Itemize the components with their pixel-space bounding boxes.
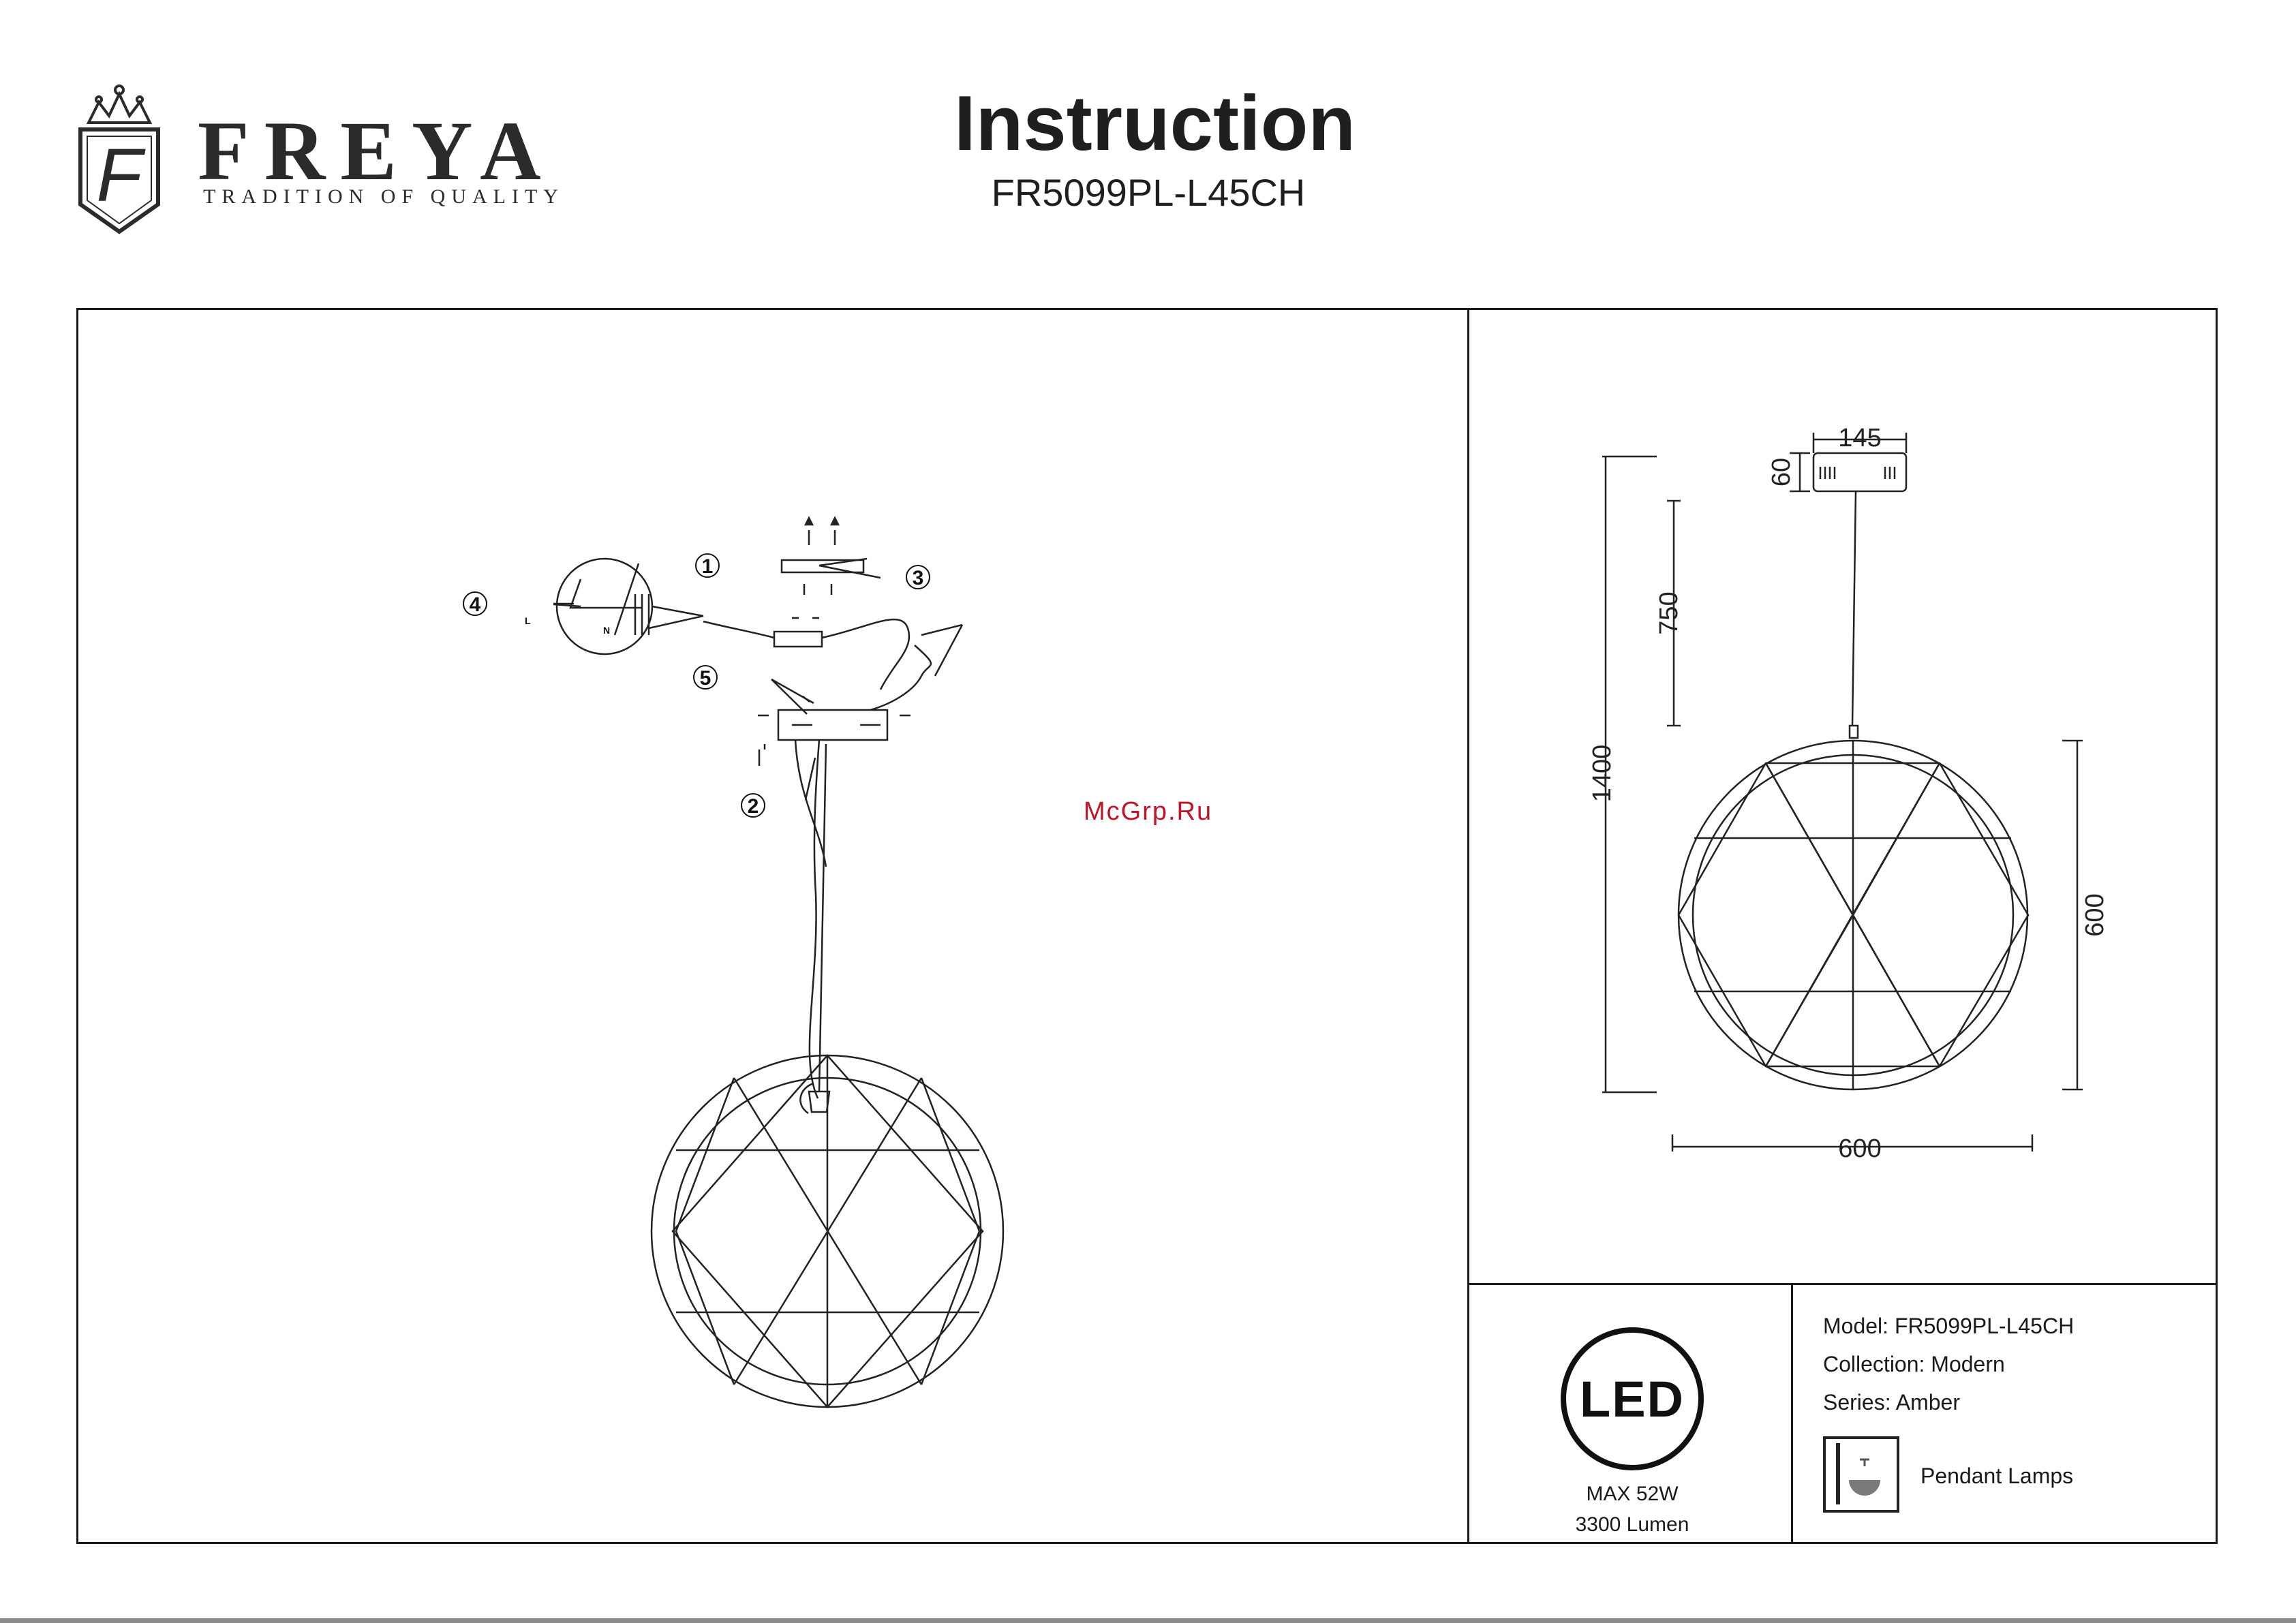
- divider-horizontal: [1467, 1283, 2218, 1285]
- callout-4: 4: [463, 592, 487, 616]
- svg-text:3: 3: [913, 567, 924, 589]
- spec-collection: Collection: Modern: [1823, 1352, 2005, 1377]
- dimension-drawing: 145 60 750 1400 600 600: [1469, 310, 2216, 1281]
- lumen-rating: 3300 Lumen: [1527, 1509, 1738, 1540]
- watermark: McGrp.Ru: [1084, 797, 1212, 826]
- dim-canopy-width: 145: [1838, 424, 1881, 452]
- power-info: MAX 52W 3300 Lumen: [1527, 1479, 1738, 1540]
- svg-text:1: 1: [702, 555, 714, 578]
- brand-name: FREYA: [198, 109, 556, 194]
- wire-label-live: L: [525, 615, 531, 626]
- footer-rule: [0, 1618, 2296, 1623]
- wire-label-neutral: N: [603, 625, 610, 636]
- brand-tagline: TRADITION OF QUALITY: [203, 185, 564, 208]
- spec-model: Model: FR5099PL-L45CH: [1823, 1314, 2074, 1339]
- product-type-label: Pendant Lamps: [1920, 1464, 2073, 1489]
- dim-total-height: 1400: [1588, 745, 1617, 803]
- svg-text:4: 4: [470, 593, 481, 616]
- callout-1: 1: [696, 554, 719, 578]
- power-rating: MAX 52W: [1527, 1479, 1738, 1509]
- svg-text:5: 5: [700, 667, 711, 690]
- assembly-diagram: 1 2 3 4 5 L N: [76, 308, 1467, 1543]
- page-title: Instruction: [954, 85, 1343, 163]
- svg-text:2: 2: [748, 795, 759, 818]
- svg-text:F: F: [96, 134, 146, 217]
- led-badge-icon: LED: [1561, 1327, 1704, 1470]
- divider-info: [1791, 1283, 1793, 1544]
- spec-series: Series: Amber: [1823, 1390, 1960, 1415]
- dim-canopy-height: 60: [1767, 458, 1796, 486]
- model-subtitle: FR5099PL-L45CH: [954, 174, 1343, 212]
- callout-3: 3: [906, 566, 930, 589]
- dim-shade-height: 600: [2081, 893, 2109, 936]
- dim-shade-width: 600: [1838, 1134, 1881, 1163]
- dim-cable-length: 750: [1655, 591, 1683, 634]
- pendant-lamp-icon: [1823, 1436, 1899, 1513]
- callout-5: 5: [694, 666, 717, 690]
- crown-icon: [89, 86, 150, 123]
- callout-2: 2: [741, 794, 765, 818]
